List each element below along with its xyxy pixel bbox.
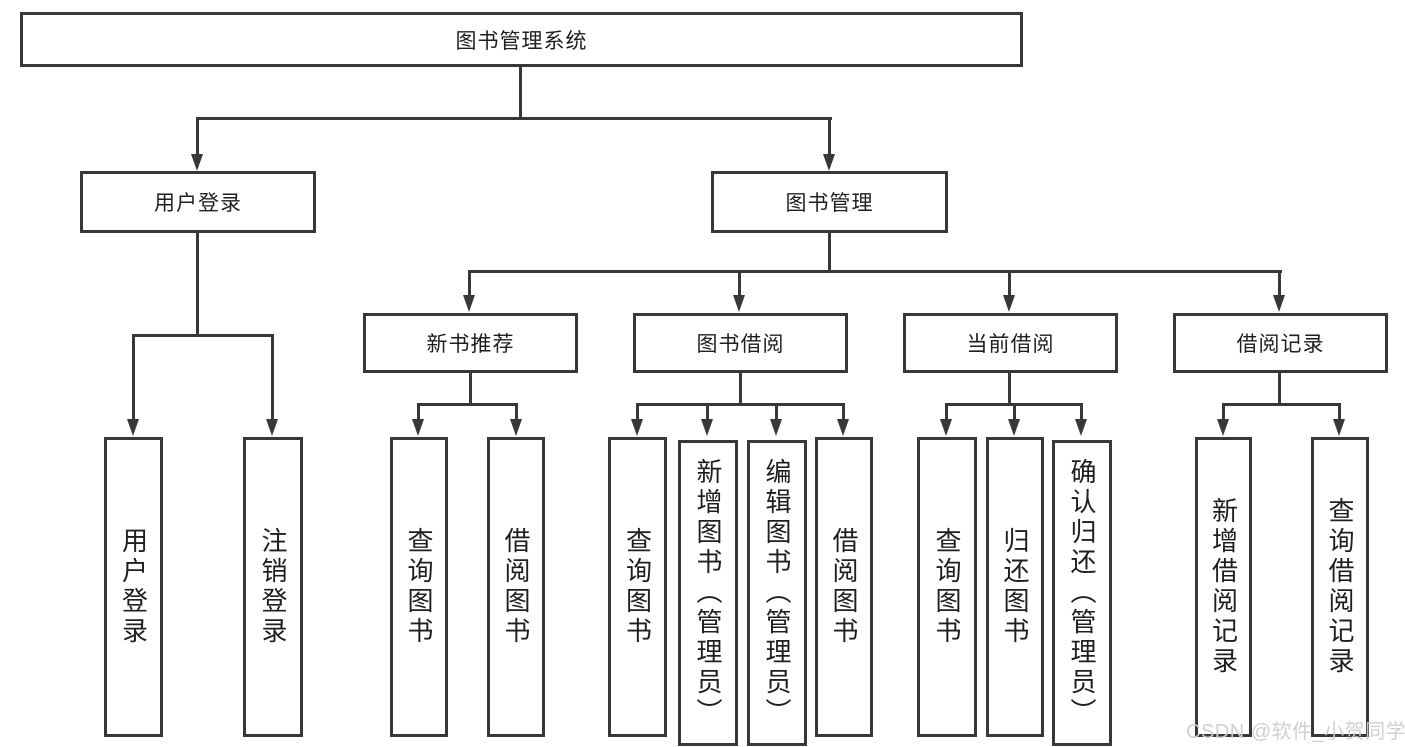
- arrowhead-leaf-logout: [266, 419, 278, 436]
- connector-mgmt-stub-1: [468, 273, 471, 299]
- leaf-confirm-return-admin: 确认归还（管理员）: [1052, 440, 1112, 746]
- leaf-confirm-return-admin-label: 确认归还（管理员）: [1067, 458, 1097, 728]
- leaf-user-login: 用户登录: [104, 437, 163, 737]
- connector-g4-stub-1: [1222, 406, 1225, 420]
- connector-g2-stub-3: [775, 406, 778, 420]
- arrowhead-new-book-recommend: [463, 295, 475, 312]
- connector-g2-stub-4: [842, 406, 845, 420]
- arrowhead-g2-borrow-books: [837, 419, 849, 436]
- node-root: 图书管理系统: [20, 12, 1023, 67]
- arrowhead-g1-borrow-books: [510, 419, 522, 436]
- node-user-login: 用户登录: [80, 171, 316, 233]
- arrowhead-user-login: [191, 154, 203, 171]
- leaf-user-login-label: 用户登录: [118, 527, 149, 647]
- arrowhead-g2-query-books: [631, 419, 643, 436]
- connector-g3-vline: [1008, 373, 1011, 406]
- node-current-borrow: 当前借阅: [903, 313, 1118, 373]
- arrowhead-g4-add-record: [1217, 419, 1229, 436]
- arrowhead-book-borrow: [733, 295, 745, 312]
- connector-g2-hline: [636, 403, 845, 406]
- connector-root-stub-right: [828, 120, 831, 156]
- node-book-management-label: 图书管理: [785, 192, 874, 215]
- node-book-management: 图书管理: [711, 171, 948, 233]
- node-borrow-record-label: 借阅记录: [1236, 333, 1325, 356]
- connector-g4-vline: [1278, 373, 1281, 406]
- leaf-edit-books-admin-label: 编辑图书（管理员）: [762, 458, 792, 728]
- connector-mgmt-stub-2: [738, 273, 741, 299]
- connector-login-stub-2: [271, 337, 274, 420]
- connector-mgmt-hline: [468, 270, 1282, 273]
- leaf-add-borrow-record: 新增借阅记录: [1195, 437, 1252, 737]
- leaf-recommend-query-books: 查询图书: [390, 437, 448, 737]
- connector-login-vline: [196, 233, 199, 336]
- leaf-borrow-borrow-books: 借阅图书: [815, 437, 873, 737]
- arrowhead-g1-query-books: [412, 419, 424, 436]
- node-new-book-recommend-label: 新书推荐: [426, 333, 515, 356]
- arrowhead-g3-confirm-return: [1075, 419, 1087, 436]
- connector-g2-stub-2: [706, 406, 709, 420]
- arrowhead-g2-add-books: [701, 419, 713, 436]
- connector-g3-stub-1: [945, 406, 948, 420]
- node-book-borrow-label: 图书借阅: [696, 333, 785, 356]
- connector-g1-stub-2: [515, 406, 518, 420]
- node-borrow-record: 借阅记录: [1173, 313, 1388, 373]
- arrowhead-g4-query-record: [1333, 419, 1345, 436]
- leaf-recommend-borrow-books-label: 借阅图书: [501, 527, 531, 647]
- connector-mgmt-stub-4: [1278, 273, 1281, 299]
- leaf-add-borrow-record-label: 新增借阅记录: [1208, 497, 1239, 677]
- leaf-add-books-admin: 新增图书（管理员）: [678, 440, 738, 746]
- leaf-borrow-query-books: 查询图书: [608, 437, 667, 737]
- node-current-borrow-label: 当前借阅: [966, 333, 1055, 356]
- connector-root-stub-left: [196, 120, 199, 156]
- connector-mgmt-stub-3: [1008, 273, 1011, 299]
- leaf-logout-label: 注销登录: [258, 527, 288, 647]
- leaf-query-borrow-record: 查询借阅记录: [1311, 437, 1369, 737]
- connector-g1-hline: [417, 403, 518, 406]
- connector-g4-hline: [1222, 403, 1341, 406]
- arrowhead-book-management: [823, 154, 835, 171]
- node-new-book-recommend: 新书推荐: [363, 313, 578, 373]
- arrowhead-g2-edit-books: [770, 419, 782, 436]
- connector-root-vline: [519, 67, 522, 120]
- node-root-label: 图书管理系统: [455, 29, 588, 53]
- connector-mgmt-vline: [828, 233, 831, 273]
- connector-g4-stub-2: [1338, 406, 1341, 420]
- leaf-return-books: 归还图书: [986, 437, 1044, 737]
- connector-g1-vline: [469, 373, 472, 406]
- watermark: CSDN @软件_小贺同学: [1186, 721, 1405, 743]
- arrowhead-g3-return-books: [1008, 419, 1020, 436]
- leaf-recommend-query-books-label: 查询图书: [404, 527, 434, 647]
- arrowhead-current-borrow: [1003, 295, 1015, 312]
- connector-g3-stub-2: [1013, 406, 1016, 420]
- leaf-recommend-borrow-books: 借阅图书: [487, 437, 545, 737]
- leaf-current-query-books-label: 查询图书: [932, 527, 962, 647]
- connector-g1-stub-1: [417, 406, 420, 420]
- leaf-edit-books-admin: 编辑图书（管理员）: [747, 440, 807, 746]
- connector-g3-hline: [945, 403, 1083, 406]
- leaf-borrow-borrow-books-label: 借阅图书: [829, 527, 859, 647]
- leaf-add-books-admin-label: 新增图书（管理员）: [693, 458, 723, 728]
- arrowhead-g3-query-books: [940, 419, 952, 436]
- connector-g3-stub-3: [1080, 406, 1083, 420]
- connector-login-hline: [132, 334, 274, 337]
- node-book-borrow: 图书借阅: [633, 313, 848, 373]
- arrowhead-leaf-user-login: [127, 419, 139, 436]
- leaf-borrow-query-books-label: 查询图书: [622, 527, 653, 647]
- leaf-current-query-books: 查询图书: [917, 437, 977, 737]
- leaf-return-books-label: 归还图书: [1000, 527, 1030, 647]
- leaf-query-borrow-record-label: 查询借阅记录: [1325, 497, 1355, 677]
- arrowhead-borrow-record: [1273, 295, 1285, 312]
- connector-root-hline: [196, 117, 832, 120]
- connector-g2-stub-1: [636, 406, 639, 420]
- connector-login-stub-1: [132, 337, 135, 420]
- leaf-logout: 注销登录: [243, 437, 303, 737]
- connector-g2-vline: [739, 373, 742, 406]
- node-user-login-label: 用户登录: [154, 192, 242, 215]
